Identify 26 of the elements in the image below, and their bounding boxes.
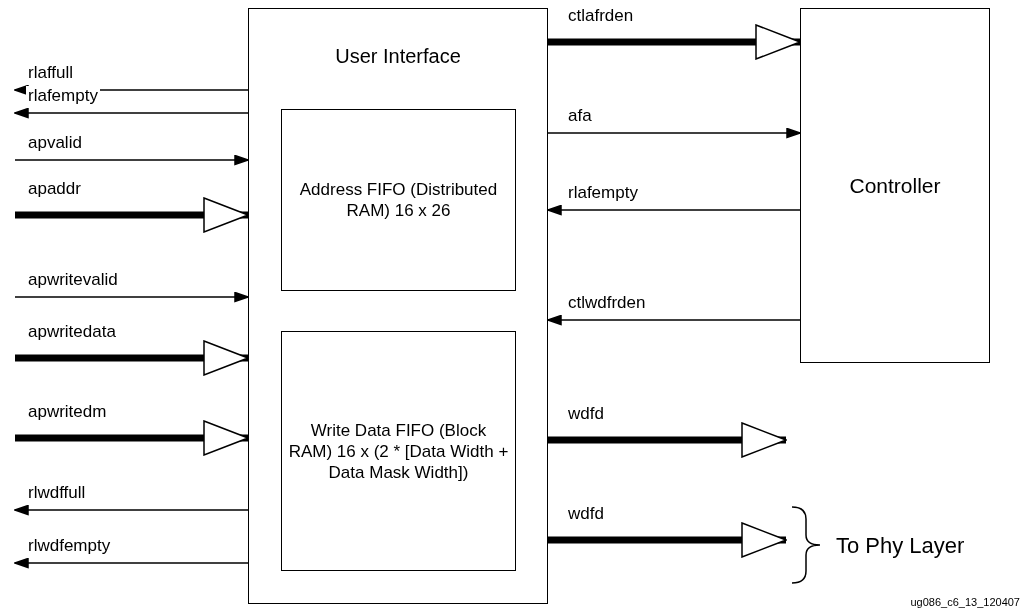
bus-arrow — [548, 422, 787, 458]
arrow — [14, 107, 249, 119]
arrow — [14, 504, 249, 516]
signal-label: apwritevalid — [26, 270, 120, 290]
arrow — [547, 204, 801, 216]
arrow — [14, 154, 249, 166]
memory-block: Address FIFO (Distributed RAM) 16 x 26 — [281, 109, 516, 291]
signal-label: rlafempty — [566, 183, 640, 203]
memory-block: Write Data FIFO (Block RAM) 16 x (2 * [Data Width + Data Mask Width]) — [281, 331, 516, 571]
arrow — [14, 291, 249, 303]
arrow — [547, 314, 801, 326]
figure-id: ug086_c6_13_120407 — [910, 596, 1020, 608]
signal-label: apvalid — [26, 133, 84, 153]
block-title: User Interface — [334, 45, 462, 68]
interface-block — [248, 8, 548, 604]
signal-label: apwritedm — [26, 402, 109, 422]
signal-label: apwritedata — [26, 322, 118, 342]
destination-label: To Phy Layer — [836, 533, 965, 559]
signal-label: rlwdfempty — [26, 536, 113, 556]
arrow — [547, 127, 801, 139]
signal-label: apaddr — [26, 179, 83, 199]
bus-arrow — [548, 24, 801, 60]
controller-block: Controller — [800, 8, 990, 363]
signal-label: rlafempty — [26, 86, 100, 106]
arrow — [14, 557, 249, 569]
bus-arrow — [548, 522, 787, 558]
